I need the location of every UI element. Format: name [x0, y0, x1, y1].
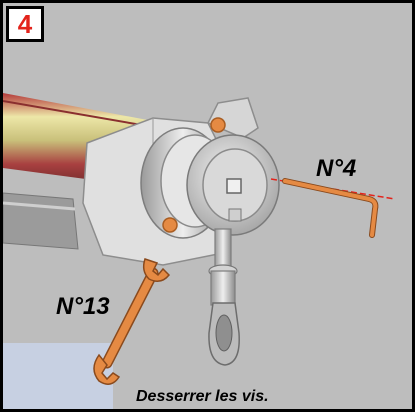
wrench-icon — [93, 258, 171, 385]
step-number-badge: 4 — [6, 6, 44, 42]
wrench-label: N°13 — [56, 293, 110, 320]
motor-illustration — [3, 93, 396, 409]
hex-key-label: N°4 — [316, 155, 357, 182]
step-number: 4 — [17, 9, 33, 39]
screw-bottom — [162, 217, 178, 233]
hex-key-icon — [283, 179, 378, 237]
screw-top — [210, 117, 226, 133]
instruction-caption: Desserrer les vis. — [136, 388, 269, 405]
support-bar — [3, 192, 79, 250]
blind-panel — [3, 343, 113, 409]
